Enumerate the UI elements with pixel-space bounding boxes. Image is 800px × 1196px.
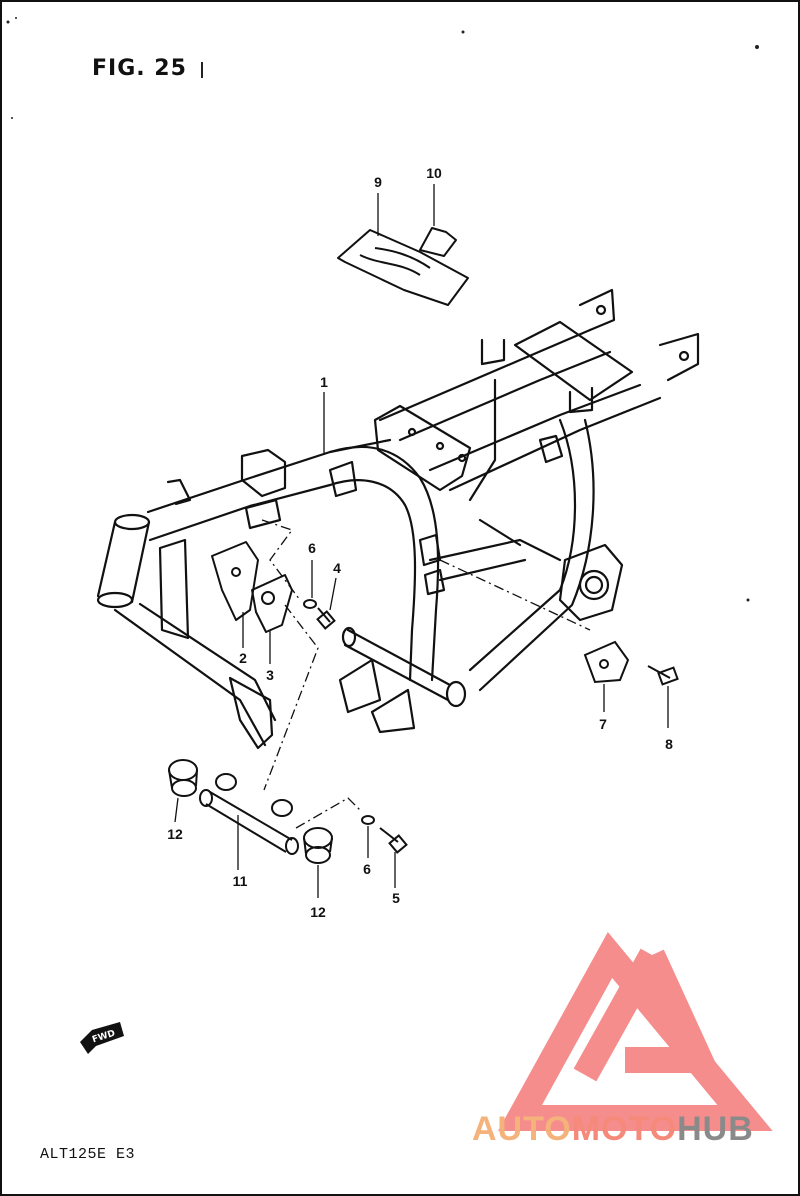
cover-and-clamp bbox=[337, 227, 469, 306]
mount-assembly bbox=[168, 759, 333, 864]
watermark-moto: MOTO bbox=[571, 1110, 678, 1148]
frame-drawing bbox=[96, 288, 700, 750]
title-divider bbox=[201, 62, 203, 78]
callout-5: 5 bbox=[392, 890, 400, 906]
figure-title: FIG. 25 bbox=[92, 56, 187, 81]
callout-11: 11 bbox=[232, 873, 248, 889]
callout-3: 3 bbox=[266, 667, 274, 683]
scan-specks bbox=[6, 17, 759, 602]
callout-9: 9 bbox=[374, 174, 382, 190]
engine-brackets bbox=[211, 541, 293, 633]
callout-4: 4 bbox=[333, 560, 341, 576]
watermark-text: AUTOMOTOHUB bbox=[472, 1110, 754, 1149]
callout-6-upper: 6 bbox=[308, 540, 316, 556]
watermark-hub: HUB bbox=[677, 1110, 754, 1148]
watermark-auto: AUTO bbox=[472, 1110, 572, 1148]
watermark-logo bbox=[497, 932, 773, 1131]
callout-7: 7 bbox=[599, 716, 607, 732]
callout-10: 10 bbox=[426, 165, 442, 181]
callout-12-left: 12 bbox=[167, 826, 183, 842]
callout-12-right: 12 bbox=[310, 904, 326, 920]
callout-2: 2 bbox=[239, 650, 247, 666]
callout-1: 1 bbox=[320, 374, 328, 390]
forward-arrow-icon bbox=[80, 1022, 124, 1054]
leader-lines bbox=[174, 184, 669, 898]
callout-8: 8 bbox=[665, 736, 673, 752]
model-code: ALT125E E3 bbox=[40, 1146, 136, 1163]
fasteners bbox=[303, 599, 679, 854]
callout-6-lower: 6 bbox=[363, 861, 371, 877]
